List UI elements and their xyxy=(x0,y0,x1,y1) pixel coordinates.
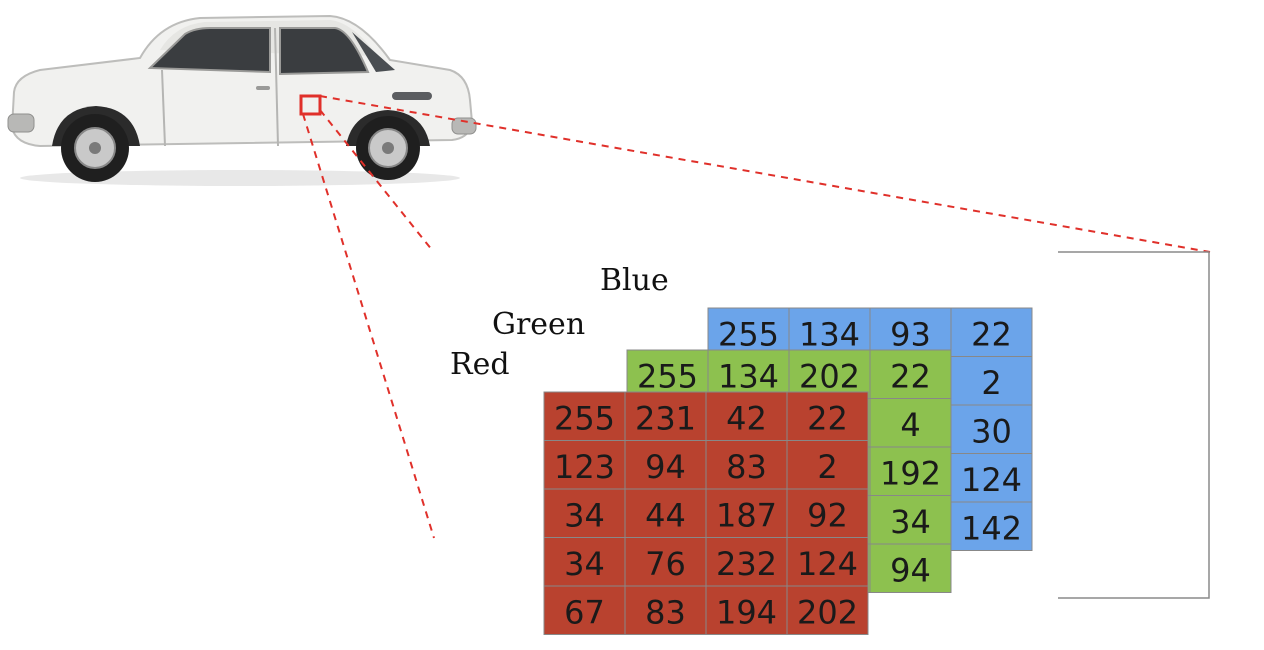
green-cell-value: 4 xyxy=(900,406,920,444)
blue-cell-value: 30 xyxy=(971,412,1012,450)
blue-cell-value: 124 xyxy=(961,461,1022,499)
red-cell-value: 232 xyxy=(716,545,777,583)
green-cell-value: 192 xyxy=(880,454,941,492)
blue-cell-value: 142 xyxy=(961,509,1022,547)
green-cell-value: 22 xyxy=(890,357,931,395)
blue-cell-value: 2 xyxy=(981,364,1001,402)
red-cell-value: 124 xyxy=(797,545,858,583)
red-cell-value: 194 xyxy=(716,593,777,631)
red-cell-value: 94 xyxy=(645,448,686,486)
red-matrix-cell xyxy=(786,585,869,635)
red-cell-value: 34 xyxy=(564,545,605,583)
red-cell-value: 255 xyxy=(554,399,615,437)
green-cell-value: 34 xyxy=(890,503,931,541)
label-blue: Blue xyxy=(600,263,669,298)
red-cell-value: 187 xyxy=(716,496,777,534)
green-cell-value: 134 xyxy=(718,357,779,395)
green-cell-value: 94 xyxy=(890,551,931,589)
red-cell-value: 92 xyxy=(807,496,848,534)
blue-cell-value: 93 xyxy=(890,315,931,353)
green-matrix-cell xyxy=(869,543,952,593)
red-channel-grid: 255 231 42 22 123 94 83 2 34 44 187 92 34 76 232 124 67 8… xyxy=(543,391,869,635)
zoom-frame xyxy=(1058,251,1210,599)
red-cell-value: 83 xyxy=(726,448,767,486)
red-cell-value: 67 xyxy=(564,593,605,631)
blue-cell-value: 134 xyxy=(799,315,860,353)
blue-cell-value: 22 xyxy=(971,315,1012,353)
label-red: Red xyxy=(450,347,510,382)
blue-cell-value: 255 xyxy=(718,315,779,353)
red-cell-value: 42 xyxy=(726,399,767,437)
red-cell-value: 231 xyxy=(635,399,696,437)
zoom-lines xyxy=(302,95,1211,539)
red-cell-value: 44 xyxy=(645,496,686,534)
red-cell-value: 76 xyxy=(645,545,686,583)
car-icon xyxy=(7,14,477,186)
green-cell-value: 255 xyxy=(637,357,698,395)
red-cell-value: 22 xyxy=(807,399,848,437)
red-cell-value: 202 xyxy=(797,593,858,631)
red-cell-value: 123 xyxy=(554,448,615,486)
red-cell-value: 34 xyxy=(564,496,605,534)
label-green: Green xyxy=(492,307,585,342)
red-cell-value: 2 xyxy=(817,448,837,486)
red-cell-value: 83 xyxy=(645,593,686,631)
green-cell-value: 202 xyxy=(799,357,860,395)
zoom-marker xyxy=(299,94,322,116)
